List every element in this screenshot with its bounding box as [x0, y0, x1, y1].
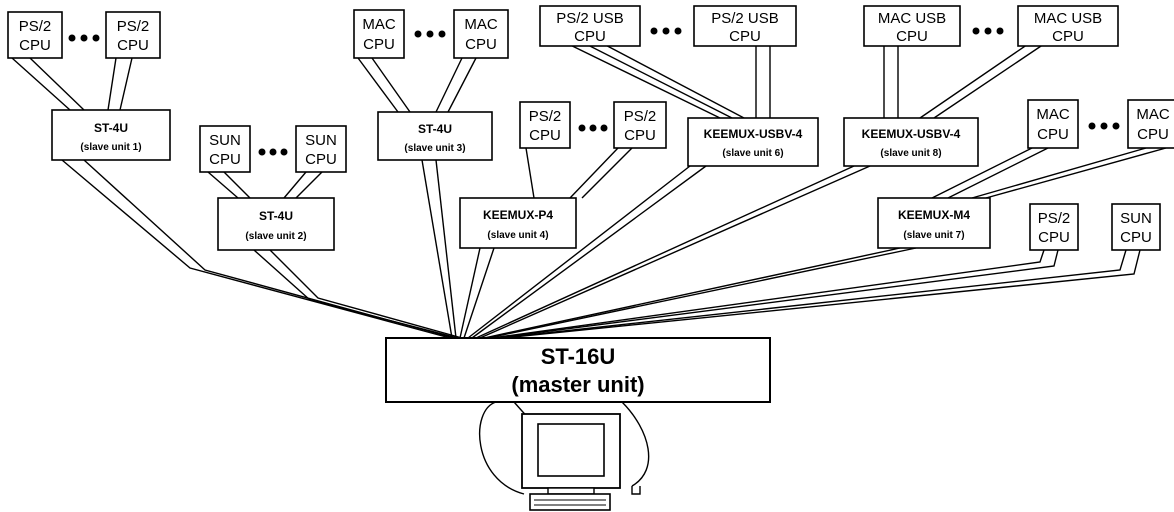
- cpu-label: CPU: [574, 28, 606, 45]
- slave-unit-7: KEEMUX-M4 (slave unit 7): [877, 197, 991, 249]
- cpu-sun-1: SUN CPU: [199, 125, 251, 173]
- cpu-label: CPU: [363, 36, 395, 53]
- cpu-macusb-1: MAC USB CPU: [863, 5, 961, 47]
- cpu-mac-b1: MAC CPU: [1027, 99, 1079, 149]
- unit-model: ST-4U: [259, 209, 293, 223]
- ellipsis-dots: [972, 27, 1004, 35]
- unit-label: (slave unit 8): [880, 148, 941, 159]
- cpu-label-type: PS/2 USB: [556, 10, 624, 27]
- cpu-ps2-a2: PS/2 CPU: [105, 11, 161, 59]
- slave-unit-6: KEEMUX-USBV-4 (slave unit 6): [687, 117, 819, 167]
- cpu-ps2usb-1: PS/2 USB CPU: [539, 5, 641, 47]
- cpu-sun-2: SUN CPU: [295, 125, 347, 173]
- cpu-label: CPU: [1038, 229, 1070, 246]
- cpu-mac-1: MAC CPU: [353, 9, 405, 59]
- unit-label: (slave unit 7): [903, 230, 964, 241]
- cpu-mac-b2: MAC CPU: [1127, 99, 1174, 149]
- cpu-label-type: SUN: [1120, 210, 1152, 227]
- cpu-label: CPU: [529, 127, 561, 144]
- cpu-label-type: PS/2 USB: [711, 10, 779, 27]
- cpu-ps2-a1: PS/2 CPU: [7, 11, 63, 59]
- cpu-mac-2: MAC CPU: [453, 9, 509, 59]
- ellipsis-dots: [578, 124, 608, 132]
- unit-label: (slave unit 2): [245, 231, 306, 242]
- unit-label: (slave unit 1): [80, 142, 141, 153]
- cpu-label: CPU: [624, 127, 656, 144]
- cpu-label-type: PS/2: [529, 108, 562, 125]
- master-model: ST-16U: [541, 344, 616, 369]
- cpu-label: CPU: [19, 37, 51, 54]
- unit-model: KEEMUX-USBV-4: [862, 127, 961, 141]
- cpu-label: CPU: [305, 151, 337, 168]
- cpu-label: CPU: [1137, 126, 1169, 143]
- cpu-label-type: SUN: [209, 132, 241, 149]
- cpu-sun-solo: SUN CPU: [1111, 203, 1161, 251]
- cpu-label: CPU: [209, 151, 241, 168]
- slave-unit-1: ST-4U (slave unit 1): [51, 109, 171, 161]
- cpu-label: CPU: [729, 28, 761, 45]
- cpu-label-type: MAC: [1136, 106, 1170, 123]
- cpu-label: CPU: [1052, 28, 1084, 45]
- connection-wires: [11, 39, 1167, 495]
- master-label: (master unit): [511, 372, 644, 397]
- cpu-ps2-b1: PS/2 CPU: [519, 101, 571, 149]
- cpu-label-type: SUN: [305, 132, 337, 149]
- cpu-label-type: MAC: [362, 16, 396, 33]
- unit-model: KEEMUX-M4: [898, 208, 970, 222]
- cpu-label: CPU: [117, 37, 149, 54]
- cpu-ps2-solo: PS/2 CPU: [1029, 203, 1079, 251]
- slave-unit-4: KEEMUX-P4 (slave unit 4): [459, 197, 577, 249]
- cpu-label-type: PS/2: [117, 18, 150, 35]
- slave-unit-3: ST-4U (slave unit 3): [377, 111, 493, 161]
- cpu-ps2usb-2: PS/2 USB CPU: [693, 5, 797, 47]
- ellipsis-dots: [68, 34, 100, 42]
- cpu-ps2-b2: PS/2 CPU: [613, 101, 667, 149]
- unit-label: (slave unit 3): [404, 143, 465, 154]
- unit-label: (slave unit 6): [722, 148, 783, 159]
- ellipsis-dots: [258, 148, 288, 156]
- ellipsis-dots: [414, 30, 446, 38]
- cpu-label-type: PS/2: [624, 108, 657, 125]
- ellipsis-dots: [650, 27, 682, 35]
- cpu-label-type: MAC: [464, 16, 498, 33]
- unit-model: ST-4U: [418, 122, 452, 136]
- cpu-label: CPU: [465, 36, 497, 53]
- keyboard-icon: [529, 493, 611, 511]
- cpu-label-type: PS/2: [19, 18, 52, 35]
- cpu-macusb-2: MAC USB CPU: [1017, 5, 1119, 47]
- cpu-label-type: MAC USB: [1034, 10, 1102, 27]
- slave-unit-2: ST-4U (slave unit 2): [217, 197, 335, 251]
- cpu-label-type: MAC: [1036, 106, 1070, 123]
- computer-monitor-icon: [521, 413, 621, 495]
- master-unit: ST-16U (master unit): [385, 337, 771, 403]
- unit-label: (slave unit 4): [487, 230, 548, 241]
- cpu-label-type: PS/2: [1038, 210, 1071, 227]
- cpu-label: CPU: [896, 28, 928, 45]
- ellipsis-dots: [1088, 122, 1120, 130]
- unit-model: KEEMUX-USBV-4: [704, 127, 803, 141]
- slave-unit-8: KEEMUX-USBV-4 (slave unit 8): [843, 117, 979, 167]
- cpu-label: CPU: [1120, 229, 1152, 246]
- cpu-label: CPU: [1037, 126, 1069, 143]
- unit-model: KEEMUX-P4: [483, 208, 553, 222]
- unit-model: ST-4U: [94, 121, 128, 135]
- cpu-label-type: MAC USB: [878, 10, 946, 27]
